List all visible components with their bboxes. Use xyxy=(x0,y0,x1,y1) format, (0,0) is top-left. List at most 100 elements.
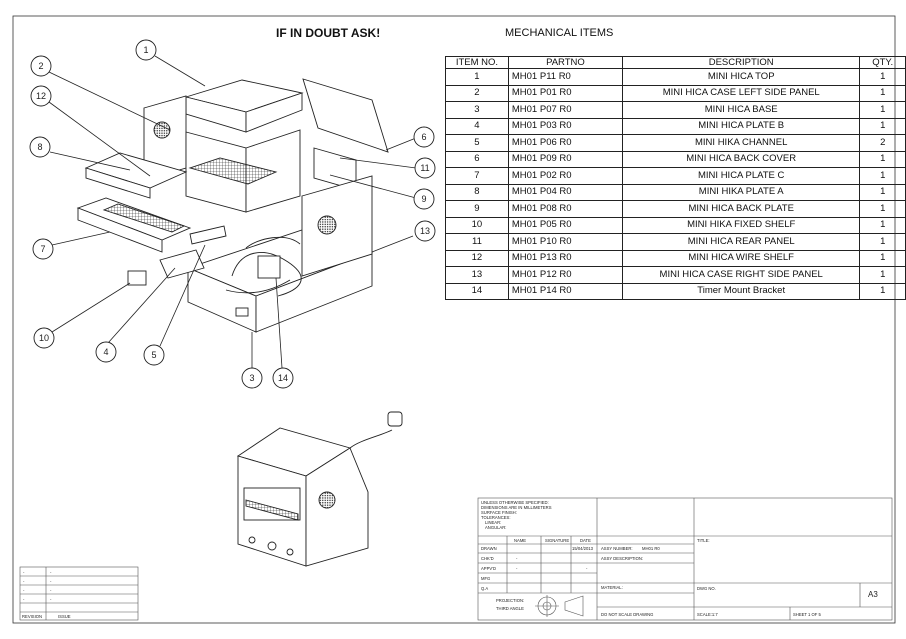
balloon-1: 1 xyxy=(143,45,148,55)
balloon-circle-4 xyxy=(95,341,117,363)
bom-description: MINI HIKA PLATE A xyxy=(621,183,861,201)
bom-description: MINI HICA REAR PANEL xyxy=(621,233,861,251)
balloon-circle-3 xyxy=(241,367,263,389)
bom-qty: 1 xyxy=(859,216,906,234)
balloon-10: 10 xyxy=(39,333,49,343)
bom-partno: MH01 P08 R0 xyxy=(507,200,623,218)
bom-col-item: ITEM NO. xyxy=(445,56,509,69)
warning-heading: IF IN DOUBT ASK! xyxy=(276,26,381,40)
third-angle-symbol xyxy=(535,595,584,617)
rev-dash-4: - xyxy=(50,579,52,584)
bom-qty: 1 xyxy=(859,200,906,218)
balloon-9: 9 xyxy=(421,194,426,204)
power-plug xyxy=(387,411,403,427)
rev-dash-3: - xyxy=(23,579,25,584)
tb-assy-desc-label: ASSY DESCRIPTION: xyxy=(601,556,643,561)
rev-dash-7: - xyxy=(23,597,25,602)
bom-partno: MH01 P12 R0 xyxy=(507,266,623,284)
bom-item: 2 xyxy=(445,84,509,102)
assembly-knob-left xyxy=(248,536,256,544)
bom-description: MINI HIKA CHANNEL xyxy=(621,134,861,152)
tb-scale: SCALE:1:7 xyxy=(697,612,718,617)
tb-col-signature: SIGNATURE xyxy=(545,538,569,543)
bom-item: 7 xyxy=(445,167,509,185)
bom-qty: 1 xyxy=(859,150,906,168)
tb-row-chkd: CHK'D xyxy=(481,556,494,561)
rev-dash-8: - xyxy=(50,597,52,602)
bom-qty: 1 xyxy=(859,84,906,102)
tb-note-6: ANGULAR: xyxy=(485,525,506,530)
bom-description: MINI HICA PLATE B xyxy=(621,117,861,135)
title-block-text: UNLESS OTHERWISE SPECIFIED: DIMENSIONS A… xyxy=(481,500,822,617)
timer-bracket xyxy=(257,255,281,279)
balloon-11: 11 xyxy=(420,163,429,173)
bom-item: 10 xyxy=(445,216,509,234)
rev-dash-5: - xyxy=(23,588,25,593)
balloon-group xyxy=(29,39,436,389)
bom-qty: 1 xyxy=(859,249,906,267)
bom-qty: 1 xyxy=(859,266,906,284)
bom-item: 13 xyxy=(445,266,509,284)
bom-partno: MH01 P04 R0 xyxy=(507,183,623,201)
balloon-labels: 1 2 12 8 7 10 4 5 3 14 13 9 11 6 xyxy=(36,45,430,383)
tb-sheet: SHEET 1 OF 5 xyxy=(793,612,822,617)
bom-qty: 1 xyxy=(859,233,906,251)
tb-note-5: LINEAR: xyxy=(485,520,501,525)
balloon-circle-6 xyxy=(413,126,435,148)
bom-description: MINI HICA BASE xyxy=(621,101,861,119)
bom-item: 3 xyxy=(445,101,509,119)
bom-description: Timer Mount Bracket xyxy=(621,282,861,300)
top-panel-side xyxy=(245,92,303,133)
balloon-circle-10 xyxy=(33,327,55,349)
rev-dash-2: - xyxy=(50,570,52,575)
right-side-panel xyxy=(301,175,373,277)
bom-col-qty: QTY. xyxy=(859,56,906,69)
bom-item: 11 xyxy=(445,233,509,251)
assembly-side xyxy=(305,447,369,567)
balloon-12: 12 xyxy=(36,91,46,101)
bom-description: MINI HICA BACK PLATE xyxy=(621,200,861,218)
assembly-shelf xyxy=(245,499,299,521)
balloon-circle-2 xyxy=(30,55,52,77)
tb-row-apprd: APPV'D xyxy=(481,566,496,571)
bom-qty: 1 xyxy=(859,183,906,201)
balloon-8: 8 xyxy=(37,142,42,152)
revision-text: - - - - - - - - REVISION ISSUE xyxy=(22,570,71,619)
bom-description: MINI HICA TOP xyxy=(621,68,861,86)
bom-item: 12 xyxy=(445,249,509,267)
balloon-13: 13 xyxy=(420,226,430,236)
tb-note-1: UNLESS OTHERWISE SPECIFIED: xyxy=(481,500,549,505)
rev-dash-6: - xyxy=(50,588,52,593)
assembled-view xyxy=(236,411,403,567)
bom-partno: MH01 P05 R0 xyxy=(507,216,623,234)
balloon-circle-13 xyxy=(414,220,436,242)
tb-chkd-dash: - xyxy=(516,556,518,561)
bom-item: 6 xyxy=(445,150,509,168)
wiring xyxy=(225,236,302,297)
tb-note-4: TOLERANCES: xyxy=(481,515,510,520)
plate-a-front xyxy=(85,167,151,199)
bom-partno: MH01 P06 R0 xyxy=(507,134,623,152)
tb-projection-value: THIRD ANGLE xyxy=(496,606,524,611)
balloon-circle-7 xyxy=(32,238,54,260)
bom-qty: 1 xyxy=(859,167,906,185)
wire-shelf xyxy=(188,157,278,185)
plate-c-mesh xyxy=(102,203,186,233)
bom-qty: 1 xyxy=(859,117,906,135)
exploded-view xyxy=(76,78,389,333)
bom-col-partno: PARTNO xyxy=(507,56,623,69)
assembly-knob-right xyxy=(286,548,294,556)
bom-description: MINI HICA PLATE C xyxy=(621,167,861,185)
power-cord xyxy=(349,429,393,449)
balloon-circle-12 xyxy=(30,85,52,107)
bom-description: MINI HICA CASE LEFT SIDE PANEL xyxy=(621,84,861,102)
